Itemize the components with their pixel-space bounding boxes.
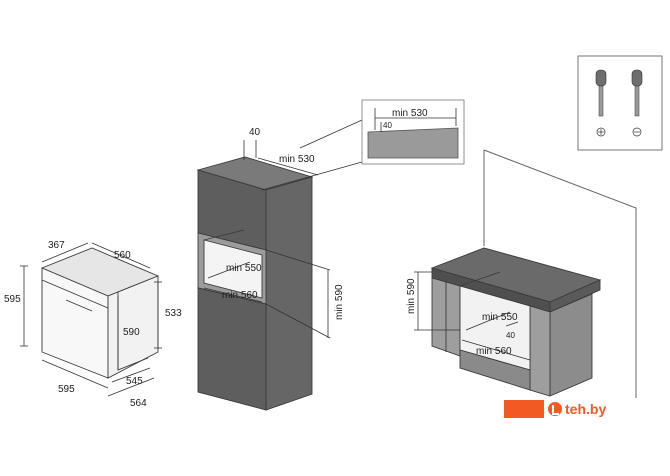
dim-detail-offset: 40: [383, 121, 392, 130]
cabinet-lower-door: [197, 287, 267, 411]
flat-screwdriver-icon: [631, 69, 643, 137]
dim-line-560-top: [91, 242, 151, 269]
dim-oven-height-inner: 590: [123, 327, 140, 338]
dim-undercounter-niche-height: min 590: [406, 278, 417, 314]
watermark-bar: [504, 400, 544, 418]
dim-oven-width-front: 595: [58, 384, 75, 395]
dim-cabinet-top-depth: min 530: [279, 154, 315, 165]
cabinet-side-face: [265, 176, 313, 411]
oven-dimensions: 595 367 560 590 533 595 545 564: [4, 240, 182, 409]
tools-box: [577, 55, 663, 151]
dim-oven-width-545: 545: [126, 376, 143, 387]
oven-door-handle: [65, 299, 93, 312]
undercounter-side: [549, 293, 593, 397]
tools-frame: [577, 55, 663, 151]
undercounter-drawing: [430, 149, 637, 398]
dim-undercounter-niche-depth: min 550: [482, 312, 518, 323]
callout-line-2: [261, 161, 363, 191]
oven-control-strip: [41, 279, 109, 309]
cabinet-niche-interior: [203, 239, 263, 299]
dim-cabinet-niche-depth: min 550: [226, 263, 262, 274]
dim-cabinet-niche-height: min 590: [334, 284, 345, 320]
checkmark-icon: [548, 402, 562, 416]
undercounter-dimensions: min 590 min 550 40 min 560: [406, 271, 531, 361]
dim-undercounter-niche-width: min 560: [476, 346, 512, 357]
dim-oven-width-inner: 560: [114, 250, 131, 261]
watermark-text: teh.by: [565, 401, 607, 417]
watermark-logo: teh.by: [548, 398, 606, 420]
detail-panel: [367, 127, 459, 159]
tall-cabinet-dimensions: 40 min 530 min 550 min 560 min 590: [203, 127, 345, 339]
dim-cabinet-niche-width: min 560: [222, 290, 258, 301]
dim-undercounter-offset: 40: [506, 331, 515, 340]
oven-drawing: [40, 247, 160, 379]
undercounter-right-panel: [529, 305, 551, 397]
dim-line-367: [41, 242, 89, 263]
tall-cabinet-drawing: [196, 156, 314, 411]
dim-oven-height: 595: [4, 294, 21, 305]
dim-detail-depth: min 530: [392, 108, 428, 119]
phillips-screwdriver-icon: [595, 69, 607, 137]
callout-line-1: [299, 119, 363, 149]
wall-outline: [483, 149, 637, 398]
dim-oven-width-564: 564: [130, 398, 147, 409]
detail-callout: min 530 40: [361, 99, 465, 165]
dim-oven-depth-top: 367: [48, 240, 65, 251]
watermark: teh.by: [504, 398, 670, 420]
dim-cabinet-top-offset: 40: [249, 127, 261, 138]
oven-side-face: [107, 275, 159, 379]
dim-oven-height-cutout: 533: [165, 308, 182, 319]
